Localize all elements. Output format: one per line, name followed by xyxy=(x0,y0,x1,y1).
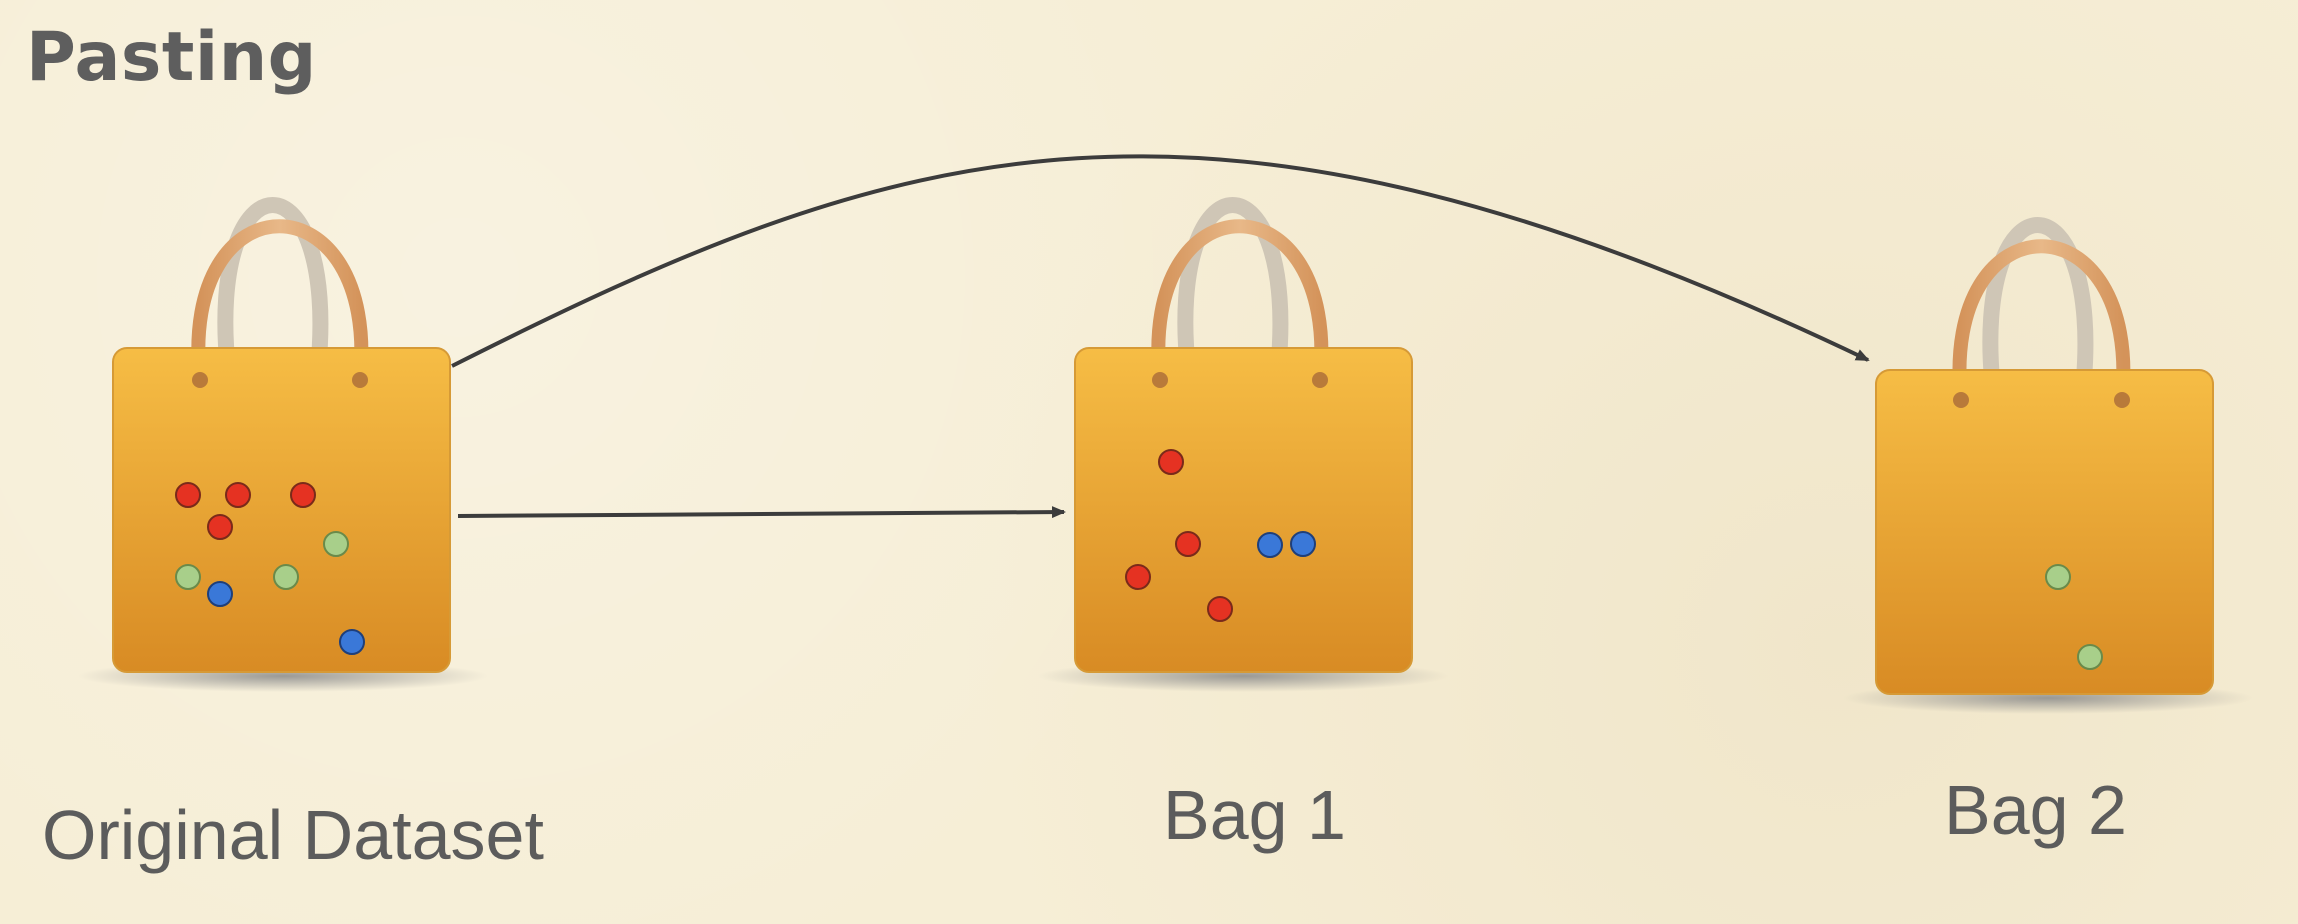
dot-green xyxy=(323,531,349,557)
dot-blue xyxy=(207,581,233,607)
bag-body xyxy=(1875,369,2214,695)
dot-red xyxy=(207,514,233,540)
dot-red xyxy=(225,482,251,508)
bag-rivet xyxy=(1312,372,1328,388)
dot-red xyxy=(1175,531,1201,557)
bag-handle-front xyxy=(1151,219,1329,387)
dot-green xyxy=(273,564,299,590)
bag-rivet xyxy=(1953,392,1969,408)
bag-body xyxy=(112,347,451,673)
label-original-dataset: Original Dataset xyxy=(42,796,544,874)
dot-red xyxy=(1207,596,1233,622)
bag-handle-front xyxy=(1952,239,2131,407)
dot-red xyxy=(1125,564,1151,590)
bag-handle-back xyxy=(1177,197,1289,378)
bag-handle-back xyxy=(217,197,329,378)
dot-green xyxy=(175,564,201,590)
slide-title: Pasting xyxy=(26,18,317,97)
dot-red xyxy=(175,482,201,508)
dot-green xyxy=(2077,644,2103,670)
dot-blue xyxy=(1290,531,1316,557)
arrow-original-to-bag2 xyxy=(451,154,1870,368)
bag-rivet xyxy=(2114,392,2130,408)
dot-red xyxy=(290,482,316,508)
dot-green xyxy=(2045,564,2071,590)
label-bag-1: Bag 1 xyxy=(1163,776,1346,854)
bag-rivet xyxy=(1152,372,1168,388)
bag-2 xyxy=(1843,217,2253,714)
bag-handle-back xyxy=(1982,217,2094,398)
bag-original xyxy=(78,197,488,692)
bag-body xyxy=(1074,347,1413,673)
dot-blue xyxy=(1257,532,1283,558)
bag-rivet xyxy=(352,372,368,388)
dot-red xyxy=(1158,449,1184,475)
dot-blue xyxy=(339,629,365,655)
bag-1 xyxy=(1038,197,1448,692)
bag-handle-front xyxy=(191,219,369,387)
arrow-original-to-bag1 xyxy=(457,506,1066,519)
bag-rivet xyxy=(192,372,208,388)
label-bag-2: Bag 2 xyxy=(1944,771,2127,849)
